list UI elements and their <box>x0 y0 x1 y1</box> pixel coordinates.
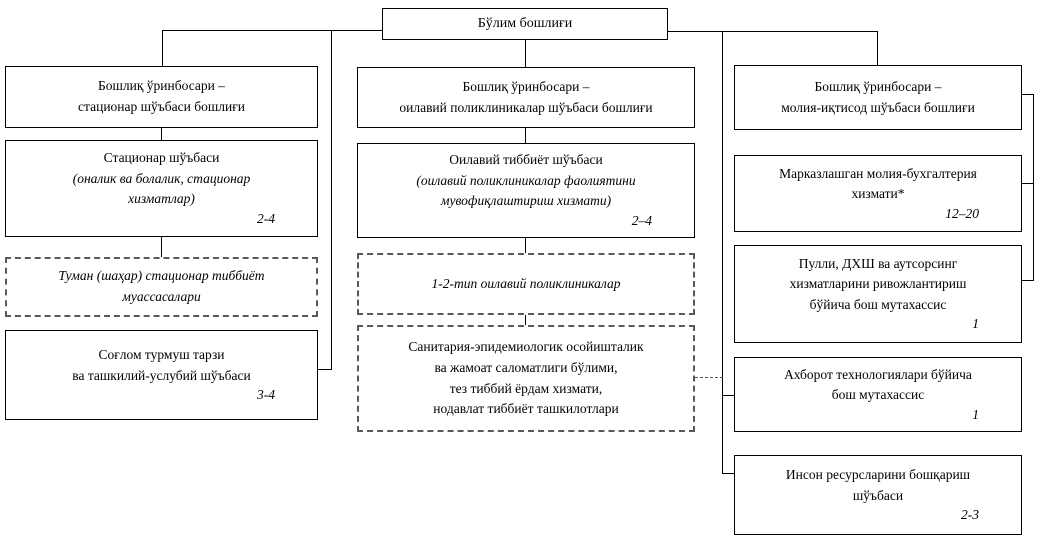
connector-top-right-h <box>668 31 877 33</box>
centralized-accounting-line-1: Марказлашган молия-бухгалтерия <box>779 165 977 181</box>
paid-services-line-2: хизматларини ривожлантириш <box>789 276 967 292</box>
centralized-accounting-line-2: хизмати* <box>851 186 905 202</box>
deputy-family-line-1: Бошлиқ ўринбосари – <box>462 78 590 94</box>
connector-left-col-drop <box>162 30 164 66</box>
node-healthy-lifestyle-department: Соғлом турмуш тарзи ва ташкилий-услубий … <box>5 330 318 420</box>
hr-line-1: Инсон ресурсларини бошқариш <box>785 467 971 483</box>
deputy-finance-line-2: молия-иқтисод шўъбаси бошлиғи <box>781 99 975 115</box>
it-specialist-count: 1 <box>972 406 979 422</box>
sanitary-line-3: тез тиббий ёрдам хизмати, <box>449 380 603 396</box>
sanitary-line-1: Санитария-эпидемиологик осойишталик <box>408 339 644 355</box>
paid-services-count: 1 <box>972 316 979 332</box>
hr-count: 2-3 <box>961 507 979 523</box>
connector-left-rail-v <box>331 30 333 369</box>
family-medicine-sub-2: мувофиқлаштириш хизмати) <box>440 193 612 209</box>
connector-right-bracket-v <box>1032 94 1034 281</box>
paid-services-line-1: Пулли, ДХШ ва аутсорсинг <box>798 255 958 271</box>
deputy-stationary-line-2: стационар шўъбаси бошлиғи <box>78 99 245 114</box>
deputy-family-line-2: оилавий поликлиникалар шўъбаси бошлиғи <box>399 99 653 115</box>
family-medicine-title: Оилавий тиббиёт шўъбаси <box>449 152 603 168</box>
connector-healthy-lifestyle-tick <box>318 369 332 371</box>
healthy-lifestyle-line-2: ва ташкилий-услубий шўъбаси <box>72 367 251 383</box>
family-medicine-sub-1: (оилавий поликлиникалар фаолиятини <box>416 172 636 188</box>
node-family-medicine-department: Оилавий тиббиёт шўъбаси (оилавий поликли… <box>357 143 695 238</box>
node-hr-department: Инсон ресурсларини бошқариш шўъбаси 2-3 <box>734 455 1022 535</box>
node-centralized-accounting: Марказлашган молия-бухгалтерия хизмати* … <box>734 155 1022 232</box>
hr-line-2: шўъбаси <box>852 487 904 503</box>
connector-paid-services-tick <box>1022 280 1033 282</box>
healthy-lifestyle-line-1: Соғлом турмуш тарзи <box>98 347 225 363</box>
connector-right-rail-v <box>722 31 724 473</box>
connector-left2-left3 <box>161 237 163 257</box>
healthy-lifestyle-count: 3-4 <box>257 387 275 403</box>
node-department-head: Бўлим бошлиғи <box>382 8 668 40</box>
connector-top-left-h <box>162 30 382 32</box>
connector-bracket-top-tick <box>1022 94 1034 96</box>
connector-mid1-mid2 <box>525 128 527 143</box>
node-deputy-stationary: Бошлиқ ўринбосари – стационар шўъбаси бо… <box>5 66 318 128</box>
connector-accounting-tick <box>1022 183 1033 185</box>
node-it-specialist: Ахборот технологиялари бўйича бош мутаха… <box>734 357 1022 432</box>
district-stationary-line-2: муассасалари <box>122 289 201 304</box>
connector-hr-tick <box>722 473 734 475</box>
connector-mid2-mid3 <box>525 238 527 253</box>
connector-left1-left2 <box>161 128 163 140</box>
family-polyclinics-types-label: 1-2-тип оилавий поликлиникалар <box>431 275 621 291</box>
node-stationary-department: Стационар шўъбаси (оналик ва болалик, ст… <box>5 140 318 237</box>
sanitary-line-2: ва жамоат саломатлиги бўлими, <box>434 359 618 375</box>
deputy-finance-line-1: Бошлиқ ўринбосари – <box>814 78 942 94</box>
node-sanitary-epidemiologic-block: Санитария-эпидемиологик осойишталик ва ж… <box>357 325 695 432</box>
district-stationary-line-1: Туман (шаҳар) стационар тиббиёт <box>58 268 265 284</box>
department-head-label: Бўлим бошлиғи <box>477 16 573 32</box>
stationary-department-count: 2-4 <box>257 210 275 226</box>
it-specialist-line-1: Ахборот технологиялари бўйича <box>784 366 972 382</box>
connector-it-specialist-tick <box>722 395 734 397</box>
node-deputy-finance: Бошлиқ ўринбосари – молия-иқтисод шўъбас… <box>734 65 1022 130</box>
deputy-stationary-line-1: Бошлиқ ўринбосари – <box>98 78 225 94</box>
node-deputy-family-polyclinics: Бошлиқ ўринбосари – оилавий поликлиникал… <box>357 67 695 128</box>
node-family-polyclinics-types: 1-2-тип оилавий поликлиникалар <box>357 253 695 315</box>
stationary-department-title: Стационар шўъбаси <box>103 150 220 166</box>
stationary-department-sub-1: (оналик ва болалик, стационар <box>72 170 251 186</box>
connector-right-col-drop <box>877 31 879 65</box>
family-medicine-count: 2–4 <box>631 212 652 228</box>
connector-sanitary-dashed <box>695 377 723 378</box>
node-district-stationary-institutions: Туман (шаҳар) стационар тиббиёт муассаса… <box>5 257 318 317</box>
stationary-department-sub-2: хизматлар) <box>128 191 195 207</box>
it-specialist-line-2: бош мутахассис <box>831 387 925 403</box>
node-paid-services-specialist: Пулли, ДХШ ва аутсорсинг хизматларини ри… <box>734 245 1022 343</box>
connector-mid3-mid4 <box>525 315 527 325</box>
sanitary-line-4: нодавлат тиббиёт ташкилотлари <box>433 401 619 417</box>
paid-services-line-3: бўйича бош мутахассис <box>809 296 947 312</box>
centralized-accounting-count: 12–20 <box>945 205 979 221</box>
connector-head-mid1 <box>525 40 527 67</box>
